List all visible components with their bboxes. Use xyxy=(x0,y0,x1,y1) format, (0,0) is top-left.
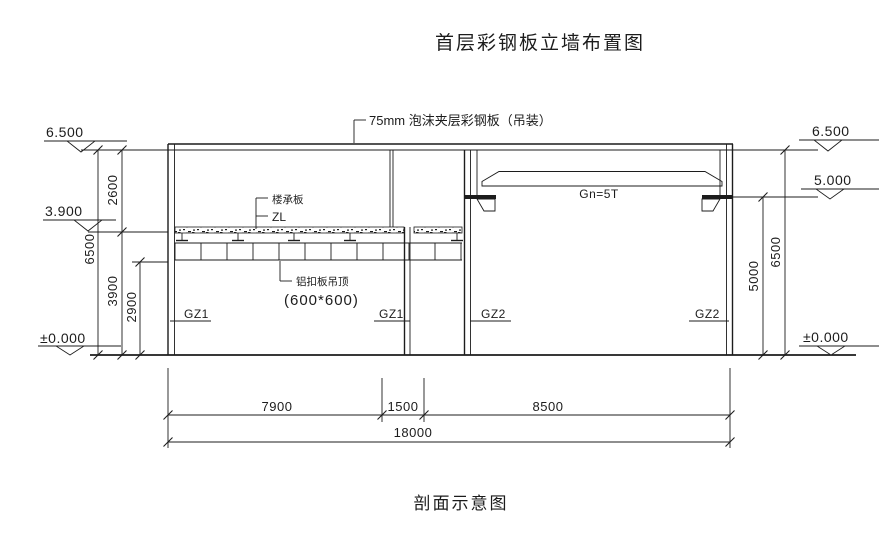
main-beam-label: ZL xyxy=(272,210,286,224)
dim-span-3: 8500 xyxy=(533,399,564,414)
crane-capacity-label: Gn=5T xyxy=(579,187,619,201)
column-tags: GZ1 GZ1 GZ2 GZ2 xyxy=(170,307,729,322)
elevation-triangle-icon xyxy=(815,345,847,356)
dim-right-total: 6500 xyxy=(768,237,783,268)
elevation-triangle-icon xyxy=(54,345,86,356)
dim-left-ceiling: 2900 xyxy=(124,292,139,323)
elevation-marker-left-base: ±0.000 xyxy=(38,330,121,356)
elevation-triangle-icon xyxy=(72,219,104,232)
column-tag-gz1-mid: GZ1 xyxy=(379,307,404,321)
column-tag-gz2-mid: GZ2 xyxy=(481,307,506,321)
floor-deck-label: 楼承板 xyxy=(272,193,304,206)
elevation-value: 6.500 xyxy=(46,124,84,140)
section-title: 剖面示意图 xyxy=(414,494,509,513)
roof-panel-label: 75mm 泡沫夹层彩钢板（吊装） xyxy=(369,113,552,128)
ceiling-label: 铝扣板吊顶 xyxy=(296,275,349,288)
elevation-value: 3.900 xyxy=(45,203,83,219)
elevation-value: ±0.000 xyxy=(803,329,849,345)
dim-span-1: 7900 xyxy=(262,399,293,414)
dimensions-left: 6500 2600 3900 2900 xyxy=(82,145,168,360)
dim-right-crane: 5000 xyxy=(746,261,761,292)
dimensions-right: 5000 6500 xyxy=(746,145,790,360)
elevation-marker-right-base: ±0.000 xyxy=(799,329,879,356)
floor-deck xyxy=(174,226,463,244)
elevation-triangle-icon xyxy=(65,140,97,153)
deck-annotation: 楼承板 ZL xyxy=(255,193,304,229)
roof-panel-annotation: 75mm 泡沫夹层彩钢板（吊装） xyxy=(353,113,552,143)
elevation-value: ±0.000 xyxy=(40,330,86,346)
ceiling-annotation: 铝扣板吊顶 (600*600) xyxy=(279,261,359,309)
dimensions-bottom: 7900 1500 8500 18000 xyxy=(163,368,735,448)
column-tag-gz2-right: GZ2 xyxy=(695,307,720,321)
dim-span-2: 1500 xyxy=(388,399,419,414)
elevation-value: 6.500 xyxy=(812,123,850,139)
dim-left-total: 6500 xyxy=(82,234,97,265)
structure-outline xyxy=(90,143,856,356)
column-tag-gz1-left: GZ1 xyxy=(184,307,209,321)
elevation-marker-right-mid: 5.000 xyxy=(733,172,879,200)
dim-total: 18000 xyxy=(394,425,433,440)
elevation-marker-right-top: 6.500 xyxy=(733,123,879,152)
elevation-triangle-icon xyxy=(812,139,844,152)
ceiling-grid xyxy=(174,243,462,261)
drawing-title: 首层彩钢板立墙布置图 xyxy=(435,32,645,54)
elevation-marker-left-mid: 3.900 xyxy=(43,203,168,233)
elevation-value: 5.000 xyxy=(814,172,852,188)
dim-left-upper: 2600 xyxy=(105,175,120,206)
ceiling-size-label: (600*600) xyxy=(284,292,359,309)
elevation-marker-left-top: 6.500 xyxy=(44,124,168,153)
crane-girder: Gn=5T xyxy=(464,171,733,212)
elevation-triangle-icon xyxy=(814,188,846,200)
deck-hangers xyxy=(176,233,463,242)
dim-left-lower: 3900 xyxy=(105,276,120,307)
